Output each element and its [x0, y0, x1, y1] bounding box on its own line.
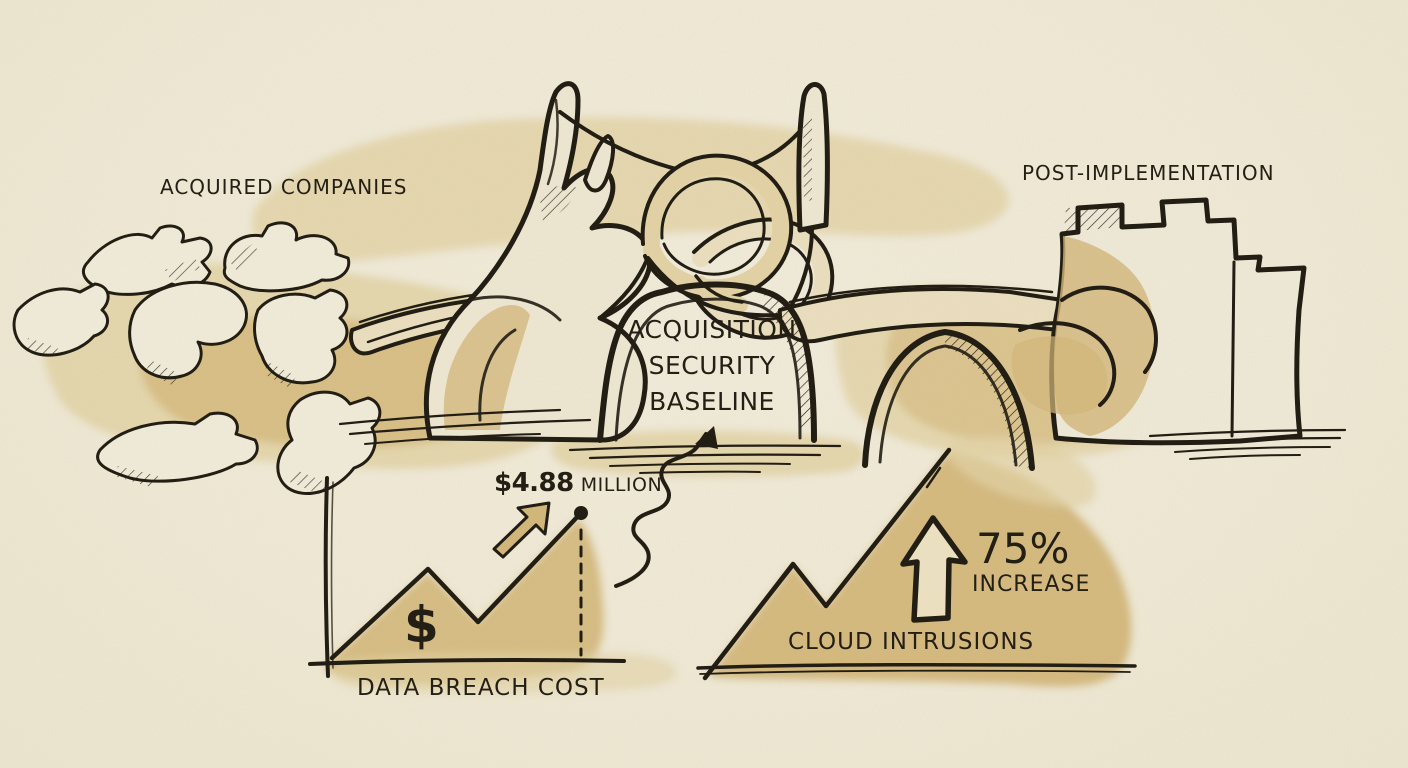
dollar-sign-icon: $	[404, 596, 439, 654]
post-implementation-label: POST-IMPLEMENTATION	[1022, 161, 1275, 185]
breach-caption: DATA BREACH COST	[357, 675, 605, 701]
center-title: ACQUISITION SECURITY BASELINE	[627, 315, 797, 416]
acquired-companies-label: ACQUIRED COMPANIES	[160, 175, 408, 199]
breach-value: $4.88	[494, 468, 574, 498]
breach-value-row: $4.88 MILLION	[494, 468, 662, 498]
intrusions-caption: CLOUD INTRUSIONS	[788, 629, 1035, 655]
intrusions-direction: INCREASE	[972, 572, 1091, 597]
intrusions-percent: 75%	[976, 524, 1070, 573]
breach-unit: MILLION	[580, 474, 663, 496]
